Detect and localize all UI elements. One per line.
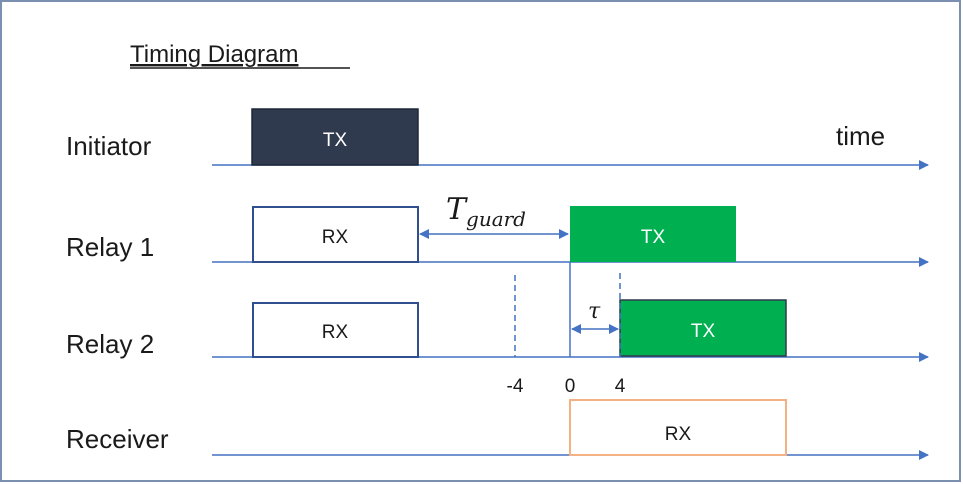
time-label: time bbox=[836, 121, 885, 151]
tau-label: τ bbox=[588, 299, 601, 324]
relay2-tx-box bbox=[619, 299, 787, 357]
guard-interval-label: Tguard bbox=[446, 192, 526, 231]
relay1-rx-label: RX bbox=[322, 227, 349, 248]
receiver-rx-box bbox=[569, 399, 787, 456]
diagram-title: Timing Diagram bbox=[130, 41, 298, 68]
receiver-rx-label: RX bbox=[665, 424, 692, 445]
initiator-tx-box bbox=[251, 108, 419, 166]
tick-label-4: 4 bbox=[615, 376, 626, 397]
tick-label-0: 0 bbox=[565, 376, 576, 397]
lane-label-receiver: Receiver bbox=[66, 424, 169, 454]
lane-label-relay1: Relay 1 bbox=[66, 232, 154, 262]
relay1-tx-box bbox=[570, 206, 736, 262]
guard-label-main: T bbox=[446, 192, 468, 227]
tick-label-minus4: -4 bbox=[507, 376, 524, 397]
lane-label-relay2: Relay 2 bbox=[66, 329, 154, 359]
relay2-tx-label: TX bbox=[691, 321, 716, 342]
relay1-rx-box bbox=[252, 206, 419, 263]
guard-label-sub: guard bbox=[466, 207, 526, 231]
initiator-tx-label: TX bbox=[323, 130, 348, 151]
relay1-tx-label: TX bbox=[641, 227, 666, 248]
relay2-rx-box bbox=[252, 302, 419, 358]
lane-label-initiator: Initiator bbox=[66, 131, 152, 161]
relay2-rx-label: RX bbox=[322, 322, 349, 343]
